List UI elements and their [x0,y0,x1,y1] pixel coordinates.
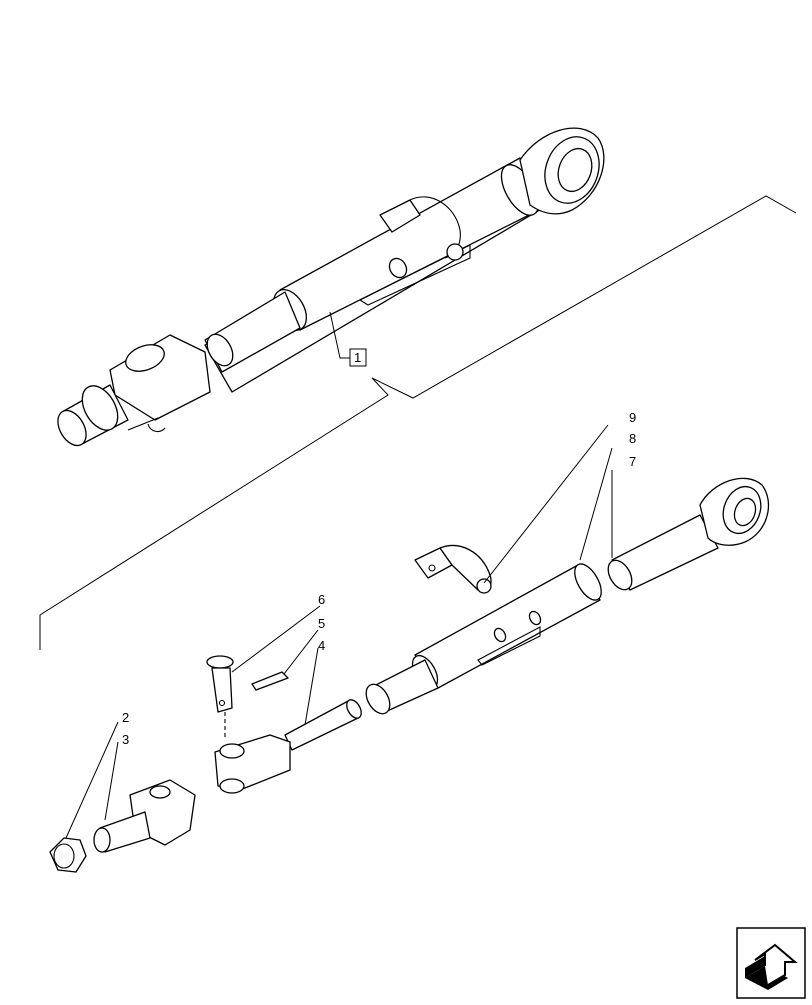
part-9-clip [414,544,492,594]
callout-3: 3 [122,732,129,747]
callout-9: 9 [629,410,636,425]
next-page-arrow-icon[interactable] [736,927,806,999]
part-3-swivel-block [93,779,196,853]
callout-4: 4 [318,638,325,653]
callout-1-label: 1 [354,350,361,365]
callout-8: 8 [629,431,636,446]
explosion-bracket [39,195,797,650]
callout-7: 7 [629,454,636,469]
assembled-top-link [57,127,605,447]
callout-1-box: 1 [349,348,367,367]
part-8-outer-tube [365,563,602,715]
part-4-threaded-fork [214,699,362,794]
part-7-ball-end [607,477,770,591]
callout-2: 2 [122,710,129,725]
callout-6: 6 [318,592,325,607]
part-2-nut [49,837,87,873]
callout-5: 5 [318,616,325,631]
part-5-cotter-pin [251,671,289,691]
part-6-clevis-pin [206,655,234,740]
